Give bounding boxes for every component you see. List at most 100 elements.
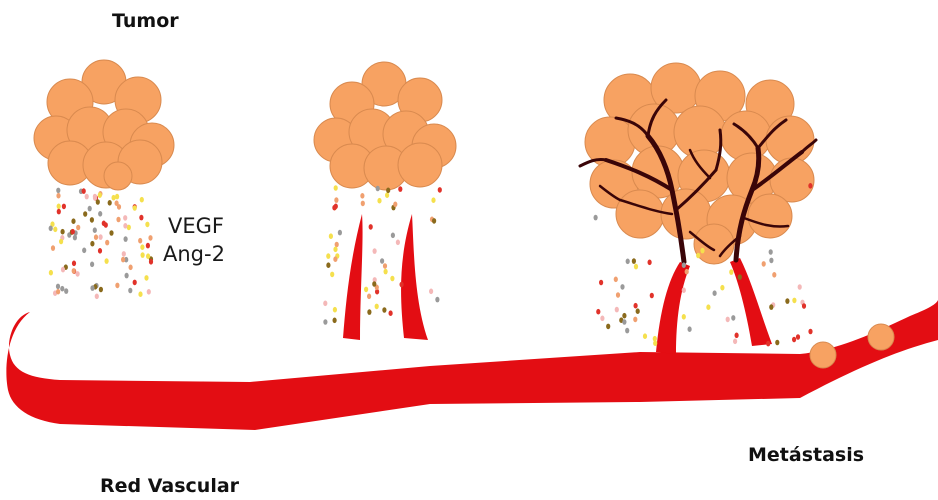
growth-factor-dot <box>123 223 127 229</box>
growth-factor-dot <box>72 261 76 267</box>
circulating-tumor-cell <box>868 324 894 350</box>
growth-factor-dot <box>375 304 379 310</box>
growth-factor-dot <box>706 304 710 310</box>
growth-factor-dot <box>59 239 63 245</box>
growth-factor-dot <box>377 198 381 204</box>
growth-factor-dot <box>124 236 128 242</box>
growth-factor-dot <box>389 310 393 316</box>
growth-factor-dot <box>648 260 652 266</box>
growth-factor-dot <box>376 186 380 192</box>
growth-factor-dot <box>685 269 689 275</box>
ang2-label: Ang-2 <box>163 240 225 268</box>
growth-factor-dot <box>323 319 327 325</box>
growth-factor-dot <box>769 249 773 255</box>
growth-factor-dot <box>634 264 638 270</box>
growth-factor-dot <box>383 263 387 269</box>
growth-factor-dot <box>57 209 61 215</box>
growth-factor-dot <box>625 328 629 334</box>
growth-factor-dot <box>82 248 86 254</box>
growth-factor-dot <box>367 294 371 300</box>
growth-factor-dot <box>121 257 125 263</box>
growth-factor-dot <box>98 248 102 254</box>
growth-factor-dot <box>98 211 102 217</box>
growth-factor-dot <box>60 286 64 292</box>
growth-factor-dot <box>364 287 368 293</box>
growth-factor-dot <box>145 222 149 228</box>
growth-factor-dot <box>105 240 109 246</box>
growth-factor-dot <box>82 188 86 194</box>
growth-factor-dot <box>766 341 770 347</box>
growth-factor-dot <box>99 234 103 240</box>
growth-factor-dot <box>396 240 400 246</box>
growth-factor-dot <box>385 192 389 198</box>
growth-factor-dot <box>76 225 80 231</box>
growth-factor-dot <box>90 262 94 268</box>
growth-factor-dot <box>373 248 377 254</box>
growth-factor-dot <box>600 316 604 322</box>
growth-factor-dot <box>116 217 120 223</box>
growth-factor-dot <box>88 206 92 212</box>
growth-factor-dot <box>633 317 637 323</box>
tumor-label: Tumor <box>112 10 179 32</box>
growth-factor-dot <box>626 259 630 265</box>
growth-factor-dot <box>138 238 142 244</box>
growth-factor-dot <box>380 258 384 264</box>
growth-factor-dot <box>133 205 137 211</box>
growth-factor-dot <box>802 303 806 309</box>
growth-factor-dot <box>796 334 800 340</box>
growth-factor-dot <box>49 226 53 232</box>
growth-factor-dot <box>391 233 395 239</box>
growth-factor-dot <box>333 307 337 313</box>
growth-factor-dot <box>109 230 113 236</box>
vascular-network-label: Red Vascular <box>100 475 239 497</box>
growth-factor-dot <box>390 276 394 282</box>
growth-factor-dot <box>606 324 610 330</box>
growth-factor-dot <box>117 204 121 210</box>
growth-factor-dot <box>94 234 98 240</box>
growth-factor-dot <box>85 194 89 200</box>
growth-factor-dot <box>785 298 789 304</box>
growth-factor-dot <box>51 245 55 251</box>
growth-factor-dot <box>400 282 404 288</box>
growth-factor-dot <box>636 308 640 314</box>
growth-factor-dot <box>140 244 144 250</box>
growth-factor-dot <box>123 215 127 221</box>
growth-factor-dot <box>334 197 338 203</box>
growth-factor-dot <box>643 333 647 339</box>
growth-factor-dot <box>622 319 626 325</box>
growth-factor-dot <box>369 224 373 230</box>
growth-factor-dot <box>330 272 334 278</box>
growth-factor-dot <box>360 193 364 199</box>
growth-factor-dot <box>720 285 724 291</box>
growth-factor-dot <box>149 259 153 265</box>
growth-factor-dot <box>115 194 119 200</box>
growth-factor-dot <box>90 241 94 247</box>
growth-factor-dot <box>133 280 137 286</box>
growth-factor-dot <box>64 288 68 294</box>
growth-factor-dot <box>333 256 337 262</box>
growth-factor-dot <box>435 297 439 303</box>
growth-factor-dot <box>61 229 65 235</box>
growth-factor-dot <box>729 269 733 275</box>
growth-factor-dot <box>599 280 603 286</box>
growth-factor-dot <box>53 227 57 233</box>
growth-factor-dot <box>147 289 151 295</box>
growth-factor-dot <box>798 284 802 290</box>
growth-factor-dot <box>372 281 376 287</box>
growth-factor-dot <box>148 235 152 241</box>
growth-factor-dot <box>105 258 109 264</box>
sprouting-vessels <box>343 214 428 340</box>
growth-factor-dot <box>700 248 704 254</box>
growth-factor-dot <box>71 218 75 224</box>
growth-factor-dot <box>61 267 65 273</box>
tumor-cluster-2 <box>314 62 456 190</box>
growth-factor-dot <box>726 317 730 323</box>
growth-factor-dot <box>144 275 148 281</box>
growth-factor-dot <box>56 289 60 295</box>
growth-factor-dot <box>115 283 119 289</box>
growth-factor-dot <box>76 271 80 277</box>
growth-factor-dot <box>335 242 339 248</box>
growth-factor-dot <box>382 307 386 313</box>
growth-factor-dot <box>393 202 397 208</box>
growth-factor-dot <box>682 314 686 320</box>
